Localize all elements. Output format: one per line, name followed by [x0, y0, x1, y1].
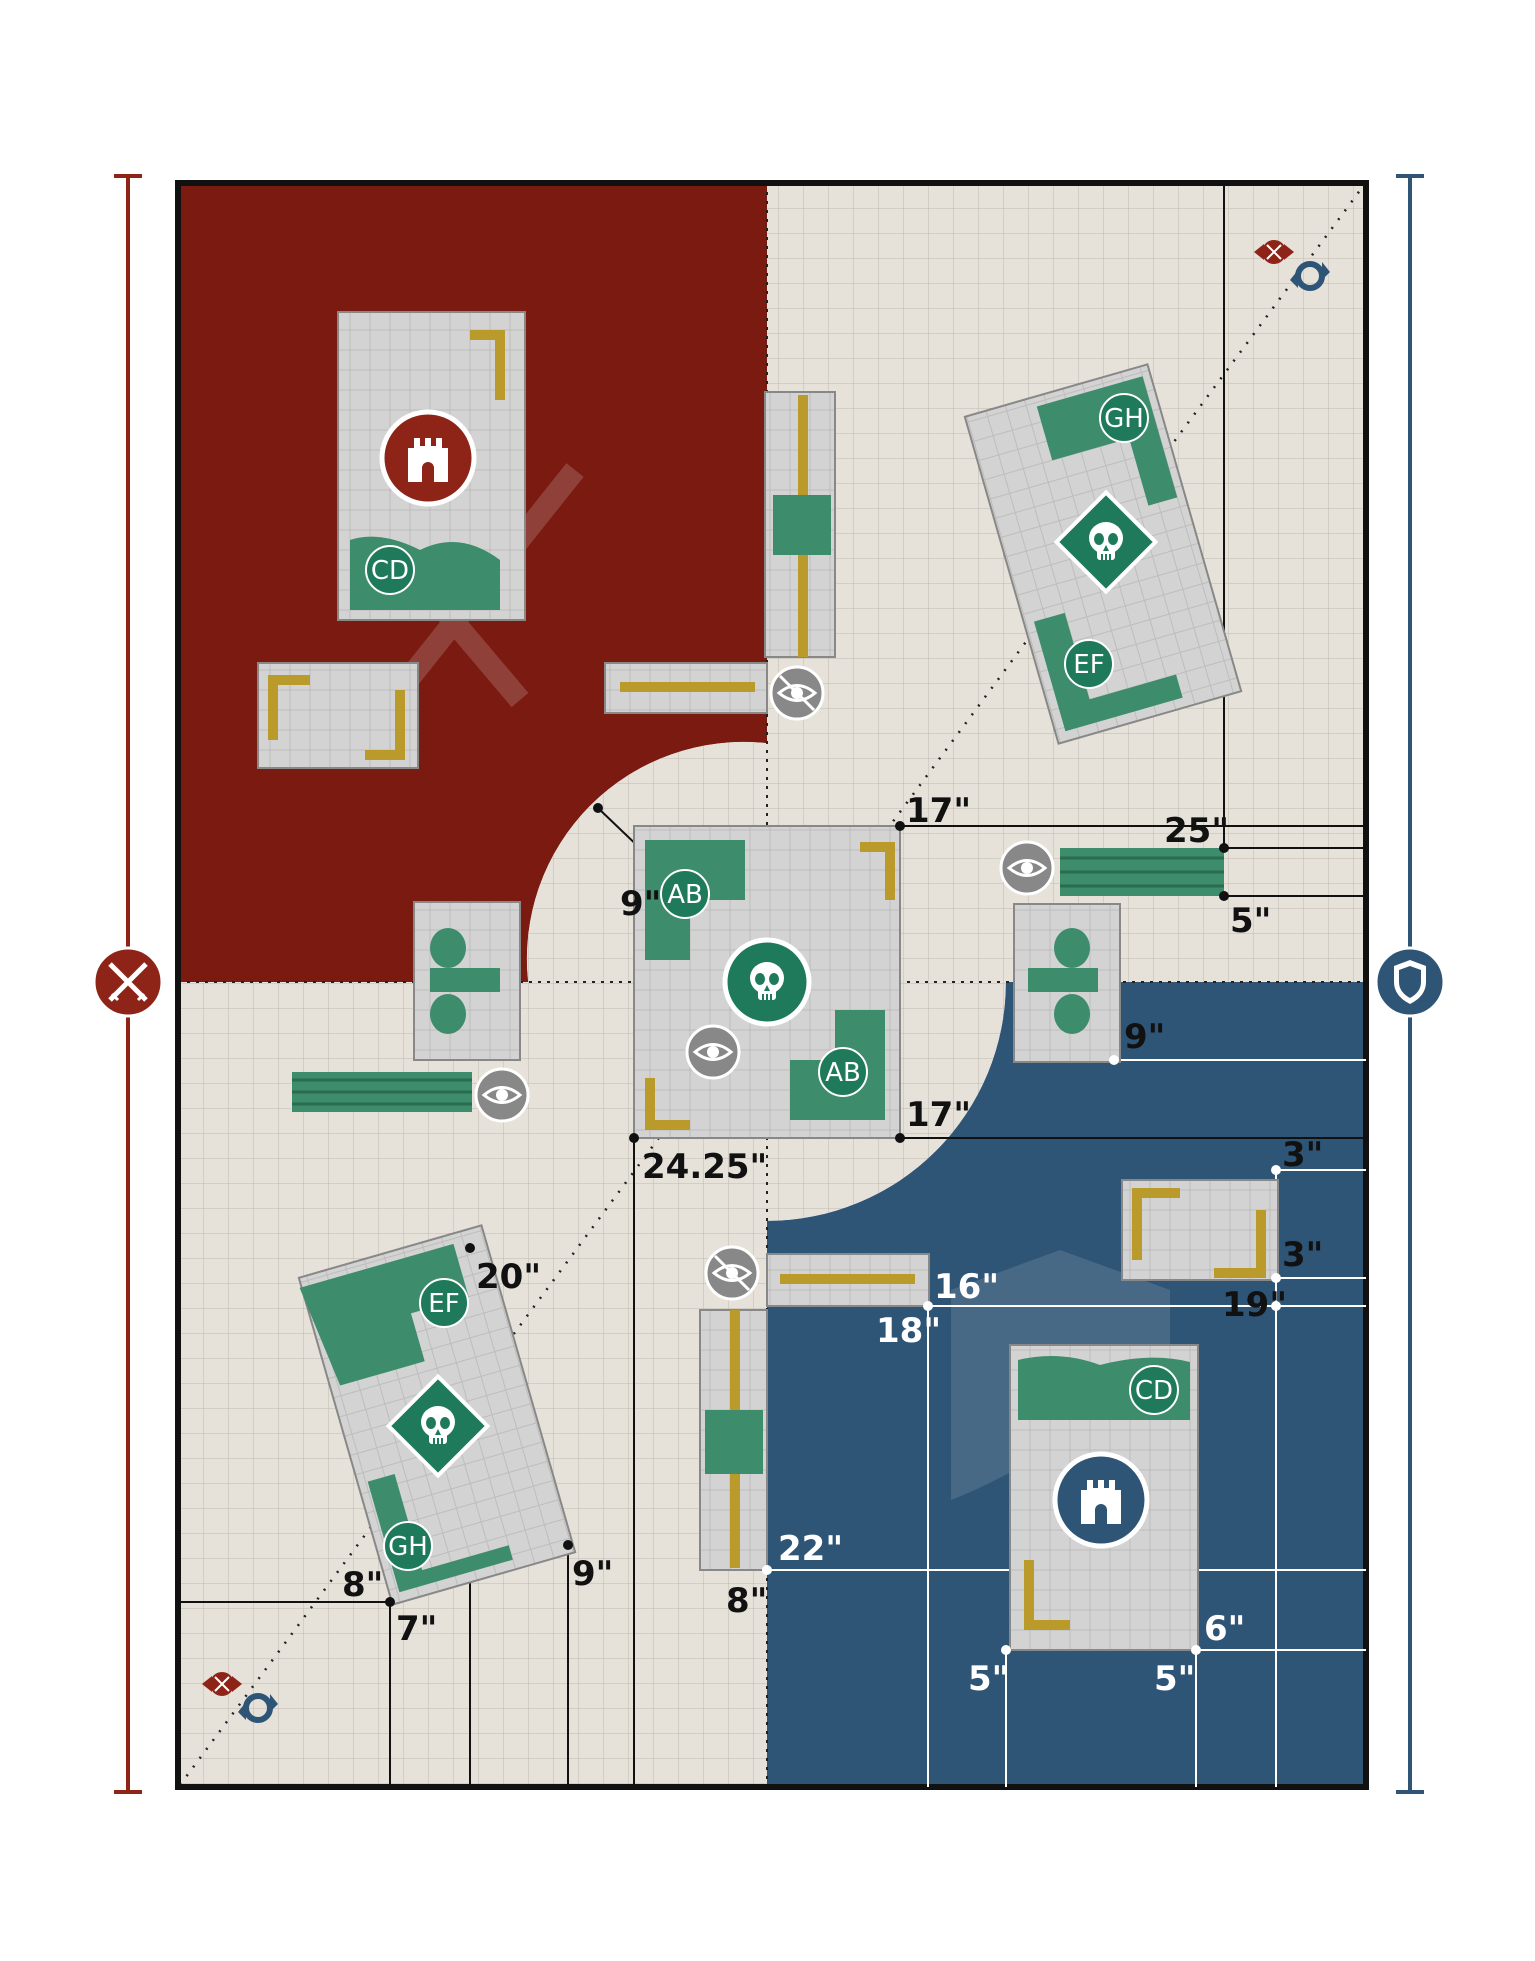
svg-text:AB: AB: [667, 880, 703, 910]
measure-5-right: 5": [1230, 901, 1271, 941]
fence-top-right: [1060, 848, 1224, 896]
measure-17-top: 17": [906, 791, 971, 831]
measure-dots-dark: [385, 803, 1229, 1607]
svg-text:CD: CD: [1135, 1376, 1173, 1406]
ruin-left-center: [413, 901, 521, 1061]
board-border: [175, 180, 1369, 1790]
measure-20: 20": [476, 1257, 541, 1297]
ruin-right-center: [1013, 903, 1121, 1063]
lower-left-bottom-label: GH: [383, 1521, 433, 1571]
svg-text:GH: GH: [388, 1532, 428, 1562]
center-bottom-label: AB: [818, 1047, 868, 1097]
visible-marker-right: [999, 840, 1055, 896]
measure-dots-light: [762, 1055, 1281, 1655]
measure-24-25: 24.25": [642, 1147, 767, 1187]
measure-9-left: 9": [620, 884, 661, 924]
measure-19: 19": [1222, 1285, 1287, 1325]
measure-8-lower: 8": [726, 1581, 767, 1621]
attacker-defender-deploy-icon: [1254, 240, 1330, 291]
measure-6: 6": [1204, 1609, 1245, 1649]
shield-icon: [1374, 946, 1446, 1018]
crossed-swords-icon: [92, 946, 164, 1018]
svg-text:AB: AB: [825, 1058, 861, 1088]
svg-text:EF: EF: [1073, 650, 1104, 680]
hidden-marker-bottom: [704, 1245, 760, 1301]
measure-22: 22": [778, 1529, 843, 1569]
visible-marker-left: [474, 1067, 530, 1123]
measure-7: 7": [396, 1609, 437, 1649]
measure-5-left: 5": [968, 1659, 1009, 1699]
ruin-small-right: [1121, 1179, 1279, 1281]
measure-9-right: 9": [1124, 1017, 1165, 1057]
ruin-small-left: [257, 662, 419, 769]
center-top-label: AB: [660, 869, 710, 919]
lower-left-top-label: EF: [419, 1278, 469, 1328]
center-eye-marker: [685, 1024, 741, 1080]
wall-vertical-top: [764, 391, 836, 658]
wall-horizontal-lower: [766, 1253, 930, 1307]
measure-9-lower: 9": [572, 1554, 613, 1594]
svg-text:EF: EF: [428, 1289, 459, 1319]
svg-text:CD: CD: [371, 556, 409, 586]
measure-5-right-lower: 5": [1154, 1659, 1195, 1699]
attacker-defender-deploy-icon-lower: [202, 1672, 278, 1723]
ruin-defender-label: CD: [1129, 1365, 1179, 1415]
ruin-attacker-label: CD: [365, 545, 415, 595]
upper-right-bottom-label: EF: [1064, 639, 1114, 689]
measure-3-bottom: 3": [1282, 1235, 1323, 1275]
measure-3-top: 3": [1282, 1135, 1323, 1175]
measure-8-lower-left: 8": [342, 1565, 383, 1605]
fence-left: [292, 1072, 472, 1112]
measure-18: 18": [876, 1311, 941, 1351]
measure-16: 16": [934, 1267, 999, 1307]
measure-17-bottom: 17": [906, 1095, 971, 1135]
upper-right-top-label: GH: [1099, 393, 1149, 443]
measure-25: 25": [1164, 811, 1229, 851]
hidden-marker-top: [769, 665, 825, 721]
svg-text:GH: GH: [1104, 404, 1144, 434]
wall-vertical-lower: [699, 1309, 768, 1571]
wall-horizontal-top: [604, 662, 768, 714]
